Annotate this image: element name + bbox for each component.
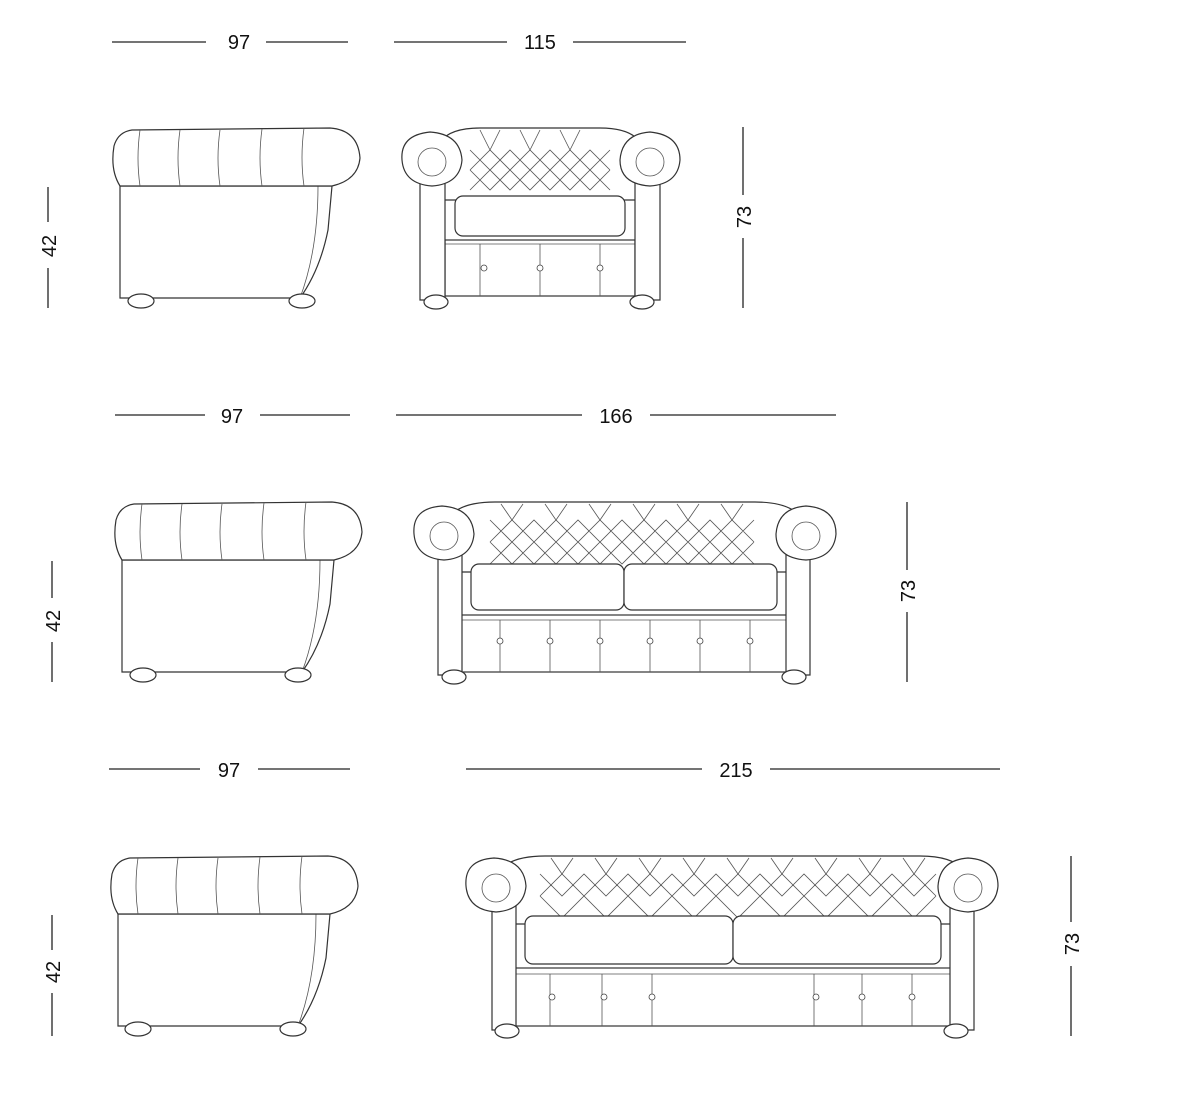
side-depth-label: 97 xyxy=(228,32,250,54)
side-depth-dimension: 97 xyxy=(109,760,350,782)
row-two-seater: 97 166 42 73 xyxy=(43,406,920,685)
total-height-dimension: 73 xyxy=(898,502,920,682)
side-depth-dimension: 97 xyxy=(115,406,350,428)
total-height-dimension: 73 xyxy=(734,127,756,308)
row-armchair: 97 115 42 73 xyxy=(39,32,756,310)
seat-height-dimension: 42 xyxy=(43,915,65,1036)
armchair-side-view xyxy=(112,127,361,309)
two-seater-front-view xyxy=(413,501,837,685)
side-depth-label: 97 xyxy=(218,760,240,782)
seat-height-dimension: 42 xyxy=(43,561,65,682)
seat-height-label: 42 xyxy=(43,610,65,632)
two-seater-side-view xyxy=(114,501,363,683)
front-width-label: 115 xyxy=(524,32,556,54)
front-width-label: 215 xyxy=(719,760,752,782)
front-width-dimension: 115 xyxy=(394,32,686,54)
side-depth-label: 97 xyxy=(221,406,243,428)
armchair-front-view xyxy=(401,127,681,310)
seat-height-label: 42 xyxy=(39,235,61,257)
three-seater-front-view xyxy=(465,855,999,1039)
total-height-label: 73 xyxy=(898,580,920,602)
front-width-label: 166 xyxy=(599,406,632,428)
seat-height-label: 42 xyxy=(43,961,65,983)
total-height-dimension: 73 xyxy=(1062,856,1084,1036)
total-height-label: 73 xyxy=(1062,933,1084,955)
total-height-label: 73 xyxy=(734,206,756,228)
three-seater-side-view xyxy=(110,855,359,1037)
front-width-dimension: 215 xyxy=(466,760,1000,782)
row-three-seater: 97 215 42 73 xyxy=(43,760,1084,1039)
front-width-dimension: 166 xyxy=(396,406,836,428)
side-depth-dimension: 97 xyxy=(112,32,348,54)
seat-height-dimension: 42 xyxy=(39,187,61,308)
